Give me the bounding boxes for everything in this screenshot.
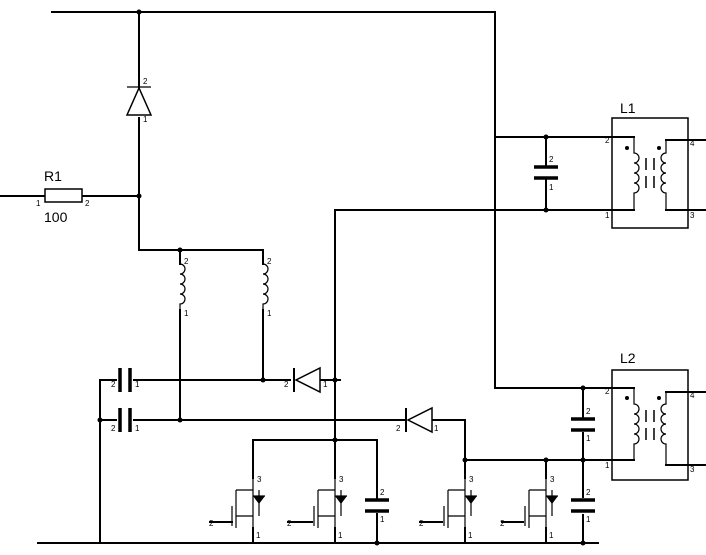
svg-text:1: 1 [468, 531, 473, 540]
svg-text:1: 1 [135, 380, 140, 389]
svg-text:3: 3 [339, 475, 344, 484]
transformer-l1: L1 2 1 4 3 [605, 100, 695, 229]
mosfet-q3: 3 2 1 [419, 475, 477, 540]
svg-text:2: 2 [111, 424, 116, 433]
svg-text:2: 2 [111, 380, 116, 389]
svg-text:4: 4 [690, 139, 695, 148]
svg-text:2: 2 [267, 257, 272, 266]
svg-text:1: 1 [605, 461, 610, 470]
mosfet-q4: 3 2 1 [500, 475, 558, 540]
svg-text:1: 1 [267, 309, 272, 318]
svg-text:2: 2 [586, 407, 591, 416]
svg-text:3: 3 [690, 465, 695, 474]
svg-text:4: 4 [690, 391, 695, 400]
transformer-l2: L2 2 1 4 3 [605, 350, 695, 481]
capacitor-left-upper: 2 1 [111, 368, 140, 392]
junction-dots [97, 9, 586, 546]
inductor-left: 2 1 [179, 257, 189, 318]
l2-ref: L2 [620, 350, 636, 366]
svg-text:1: 1 [380, 515, 385, 524]
svg-text:1: 1 [323, 380, 328, 389]
svg-text:1: 1 [135, 424, 140, 433]
svg-text:2: 2 [586, 488, 591, 497]
svg-text:2: 2 [549, 155, 554, 164]
svg-text:1: 1 [256, 531, 261, 540]
diode-top: 2 1 [125, 77, 153, 124]
l1-ref: L1 [620, 100, 636, 116]
r1-value: 100 [44, 209, 68, 225]
r1-ref: R1 [44, 168, 62, 184]
mosfet-q1: 3 2 1 [209, 475, 265, 540]
svg-text:2: 2 [605, 387, 610, 396]
svg-text:2: 2 [380, 488, 385, 497]
svg-text:2: 2 [396, 424, 401, 433]
svg-text:1: 1 [605, 211, 610, 220]
capacitor-bottom-right: 2 1 [571, 488, 595, 524]
svg-text:3: 3 [257, 475, 262, 484]
capacitor-l2: 2 1 [571, 407, 595, 443]
svg-text:1: 1 [36, 199, 41, 208]
svg-text:2: 2 [143, 77, 148, 86]
capacitor-l1: 2 1 [534, 155, 558, 192]
diode-mid: 2 1 [284, 366, 328, 394]
svg-text:2: 2 [284, 380, 289, 389]
svg-text:1: 1 [586, 515, 591, 524]
capacitor-bottom-mid: 2 1 [365, 488, 389, 524]
wires [0, 11, 706, 544]
svg-text:1: 1 [586, 434, 591, 443]
svg-text:2: 2 [605, 136, 610, 145]
svg-text:2: 2 [287, 519, 292, 528]
svg-text:2: 2 [500, 519, 505, 528]
capacitor-left-lower: 2 1 [111, 408, 140, 433]
svg-text:3: 3 [690, 211, 695, 220]
svg-text:2: 2 [209, 519, 214, 528]
svg-text:1: 1 [549, 531, 554, 540]
svg-text:2: 2 [85, 199, 90, 208]
inductor-right: 2 1 [262, 257, 272, 318]
svg-text:1: 1 [549, 183, 554, 192]
svg-text:1: 1 [184, 309, 189, 318]
svg-text:1: 1 [338, 531, 343, 540]
svg-text:1: 1 [434, 424, 439, 433]
svg-text:3: 3 [550, 475, 555, 484]
resistor-r1: R1 100 1 2 [36, 168, 90, 225]
svg-text:3: 3 [469, 475, 474, 484]
svg-text:1: 1 [143, 115, 148, 124]
svg-text:2: 2 [419, 519, 424, 528]
svg-text:2: 2 [184, 257, 189, 266]
mosfet-q2: 3 2 1 [287, 475, 347, 540]
diode-low: 2 1 [396, 406, 439, 434]
